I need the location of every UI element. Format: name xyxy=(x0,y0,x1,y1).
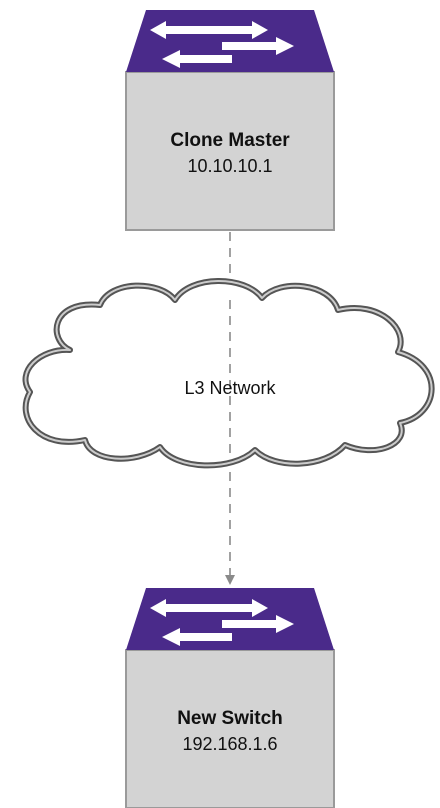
node-name-clone-master: Clone Master xyxy=(170,130,290,151)
network-switch-icon xyxy=(126,588,334,650)
clone-master-switch xyxy=(125,10,335,231)
network-switch-icon xyxy=(126,10,334,72)
new-switch-label-group: New Switch 192.168.1.6 xyxy=(126,708,334,768)
node-name-new-switch: New Switch xyxy=(177,708,283,729)
cloud-icon xyxy=(22,278,435,469)
network-label: L3 Network xyxy=(184,378,276,398)
new-switch xyxy=(125,588,335,808)
clone-master-label-group: Clone Master 10.10.10.1 xyxy=(126,130,334,190)
node-ip-new-switch: 192.168.1.6 xyxy=(182,734,278,754)
node-ip-clone-master: 10.10.10.1 xyxy=(187,156,273,176)
switch-body xyxy=(125,71,335,231)
